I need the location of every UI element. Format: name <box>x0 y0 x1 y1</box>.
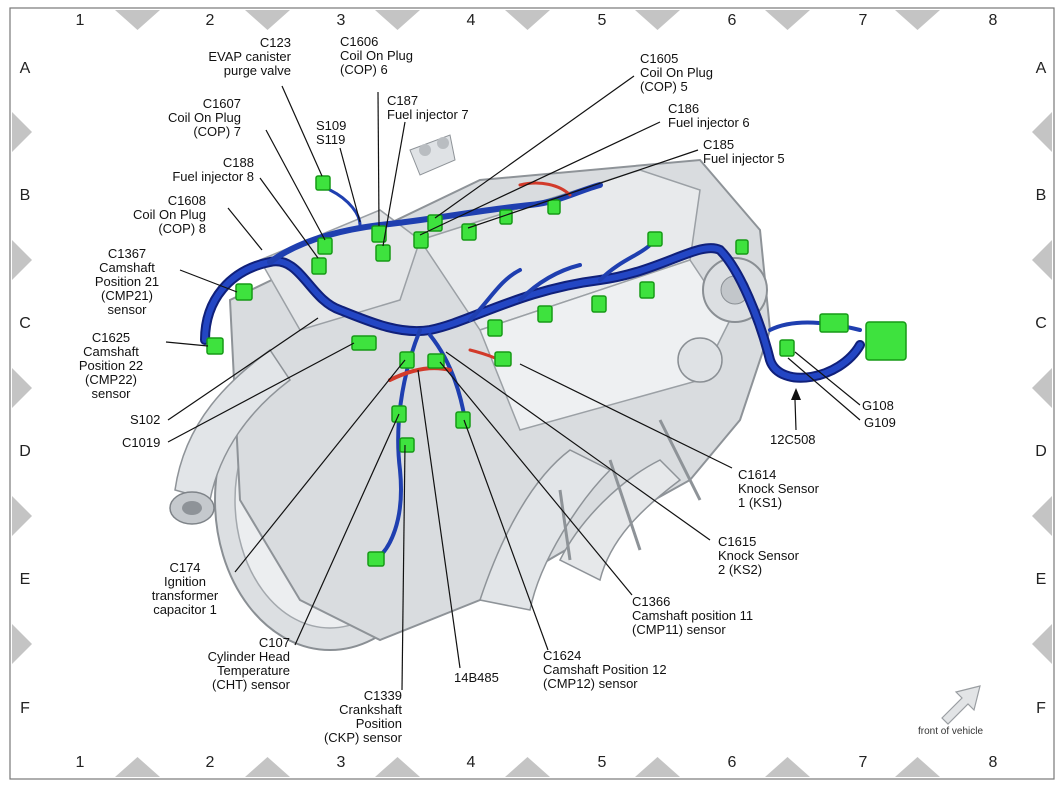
label-g108: G108 <box>862 398 894 413</box>
grid-col-top-5: 5 <box>597 12 607 29</box>
connector-c123 <box>315 175 331 191</box>
grid-col-top-3: 3 <box>336 12 346 29</box>
label-c1614: C1614 Knock Sensor 1 (KS1) <box>738 467 819 510</box>
grid-row-left-a: A <box>19 60 31 77</box>
grid-col-bottom-3: 3 <box>336 754 346 771</box>
label-c1625: C1625 Camshaft Position 22 (CMP22) senso… <box>78 330 144 401</box>
grid-row-left-f: F <box>20 700 30 717</box>
grid-col-bottom-6: 6 <box>727 754 737 771</box>
label-c107: C107 Cylinder Head Temperature (CHT) sen… <box>207 635 290 692</box>
label-c185: C185 Fuel injector 5 <box>703 137 785 166</box>
grid-col-top-4: 4 <box>466 12 476 29</box>
label-c1606: C1606 Coil On Plug (COP) 6 <box>340 34 413 77</box>
label-c1366: C1366 Camshaft position 11 (CMP11) senso… <box>632 594 754 637</box>
label-c1615: C1615 Knock Sensor 2 (KS2) <box>718 534 799 577</box>
label-12c508: 12C508 <box>770 432 816 447</box>
label-c174: C174 Ignition transformer capacitor 1 <box>151 560 219 617</box>
connector-c188 <box>311 257 327 275</box>
grid-row-left-b: B <box>19 187 31 204</box>
label-c1339: C1339 Crankshaft Position (CKP) sensor <box>323 688 402 745</box>
label-c1605: C1605 Coil On Plug (COP) 5 <box>640 51 713 94</box>
connector-c1607 <box>317 237 333 255</box>
connector-g108 <box>779 339 795 357</box>
label-c186: C186 Fuel injector 6 <box>668 101 750 130</box>
front-of-vehicle-label: front of vehicle <box>918 726 984 737</box>
grid-col-top-2: 2 <box>205 12 215 29</box>
connector-c1614 <box>494 351 512 367</box>
label-c123: C123 EVAP canister purge valve <box>208 35 291 78</box>
label-c1367: C1367 Camshaft Position 21 (CMP21) senso… <box>94 246 160 317</box>
connector-c1366 <box>455 411 471 429</box>
connector-c1615 <box>427 353 445 369</box>
grid-markers-top <box>115 10 940 30</box>
connector-c1019 <box>351 335 377 351</box>
label-c187: C187 Fuel injector 7 <box>387 93 469 122</box>
connector-c186 <box>413 231 429 249</box>
grid-row-right-f: F <box>1036 700 1046 717</box>
grid-col-bottom-7: 7 <box>858 754 868 771</box>
grid-row-right-e: E <box>1035 571 1047 588</box>
grid-row-left-d: D <box>19 443 31 460</box>
grid-col-bottom-1: 1 <box>75 754 85 771</box>
label-g109: G109 <box>864 415 896 430</box>
grid-row-left-e: E <box>19 571 31 588</box>
grid-row-right-d: D <box>1035 443 1047 460</box>
connector-c1605 <box>427 214 443 232</box>
grid-col-bottom-5: 5 <box>597 754 607 771</box>
grid-col-bottom-4: 4 <box>466 754 476 771</box>
grid-markers-bottom <box>115 757 940 777</box>
grid-row-right-b: B <box>1035 187 1047 204</box>
grid-col-top-7: 7 <box>858 12 868 29</box>
grid-col-top-8: 8 <box>988 12 998 29</box>
engine-body <box>169 134 772 651</box>
leader-lines <box>165 75 861 691</box>
front-of-vehicle-arrow-icon <box>941 685 981 725</box>
grid-col-top-6: 6 <box>727 12 737 29</box>
grid-col-bottom-2: 2 <box>205 754 215 771</box>
connector-c174 <box>399 351 415 369</box>
label-s109: S109 S119 <box>316 118 347 147</box>
label-c1624: C1624 Camshaft Position 12 (CMP12) senso… <box>543 648 667 691</box>
label-c188: C188 Fuel injector 8 <box>172 155 254 184</box>
label-c1608: C1608 Coil On Plug (COP) 8 <box>133 193 206 236</box>
connector-c1625 <box>206 337 224 355</box>
arrow-12c508 <box>791 388 801 400</box>
connector-c187 <box>375 244 391 262</box>
label-14b485: 14B485 <box>454 670 499 685</box>
grid-markers-right <box>1032 112 1052 664</box>
label-s102: S102 <box>130 412 161 427</box>
grid-col-top-1: 1 <box>75 12 85 29</box>
label-c1607: C1607 Coil On Plug (COP) 7 <box>168 96 241 139</box>
connector-c185 <box>461 223 477 241</box>
grid-row-right-c: C <box>1035 315 1047 332</box>
connector-c1367 <box>235 283 253 301</box>
grid-col-bottom-8: 8 <box>988 754 998 771</box>
label-c1019: C1019 <box>122 435 161 450</box>
grid-markers-left <box>12 112 32 664</box>
grid-row-left-c: C <box>19 315 31 332</box>
grid-row-right-a: A <box>1035 60 1047 77</box>
connector-c1339 <box>367 551 385 567</box>
